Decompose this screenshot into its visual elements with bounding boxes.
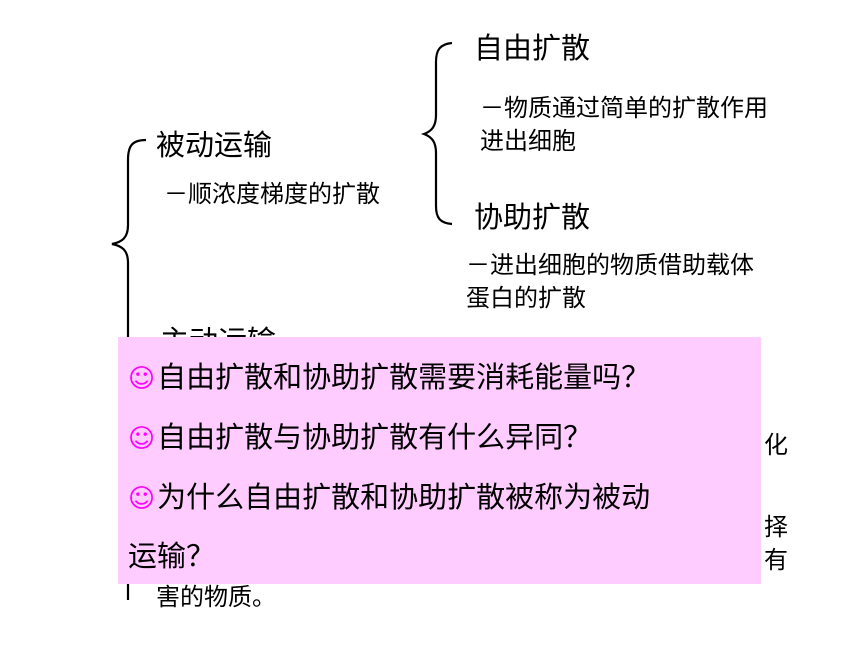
right-fragment-1: 化 (764, 431, 788, 459)
question-2-text: 自由扩散与协助扩散有什么异同？ (157, 420, 593, 454)
question-3: ☺为什么自由扩散和协助扩散被称为被动 (128, 477, 650, 519)
question-1: ☺自由扩散和协助扩散需要消耗能量吗？ (128, 357, 650, 399)
smiley-icon: ☺ (128, 364, 156, 394)
question-popup: ☺自由扩散和协助扩散需要消耗能量吗？ ☺自由扩散与协助扩散有什么异同？ ☺为什么… (118, 337, 761, 584)
outer-brace (111, 138, 147, 600)
free-diffusion-desc-line1: －物质通过简单的扩散作用 (480, 94, 768, 122)
facilitated-diffusion-desc-line2: 蛋白的扩散 (466, 284, 586, 312)
question-3-wrap: 运输？ (128, 539, 216, 573)
right-fragment-2: 择 (764, 513, 788, 541)
inner-brace (420, 41, 453, 226)
bottom-fragment: 害的物质。 (156, 583, 276, 611)
passive-transport-title: 被动运输 (156, 128, 273, 162)
free-diffusion-title: 自由扩散 (474, 31, 591, 65)
passive-transport-desc: －顺浓度梯度的扩散 (164, 180, 380, 208)
question-3-text: 为什么自由扩散和协助扩散被称为被动 (157, 480, 651, 514)
question-1-text: 自由扩散和协助扩散需要消耗能量吗？ (157, 360, 651, 394)
smiley-icon: ☺ (128, 424, 156, 454)
facilitated-diffusion-title: 协助扩散 (474, 200, 591, 234)
smiley-icon: ☺ (128, 484, 156, 514)
question-2: ☺自由扩散与协助扩散有什么异同？ (128, 417, 592, 459)
free-diffusion-desc-line2: 进出细胞 (480, 127, 576, 155)
facilitated-diffusion-desc-line1: －进出细胞的物质借助载体 (466, 251, 754, 279)
right-fragment-3: 有 (764, 546, 788, 574)
